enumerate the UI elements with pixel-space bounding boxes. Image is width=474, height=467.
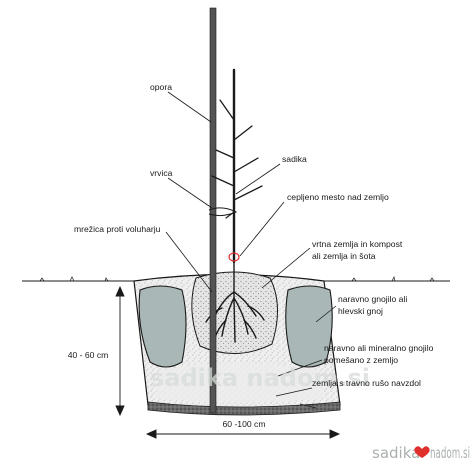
leader-lines bbox=[165, 91, 337, 409]
label-cepljeno: cepljeno mesto nad zemljo bbox=[287, 192, 389, 202]
label-opora: opora bbox=[150, 82, 172, 92]
logo-text-right: nadom.si bbox=[430, 444, 470, 462]
label-gnojilo-1: naravno gnojilo ali bbox=[338, 294, 407, 304]
label-vrtna-1: vrtna zemlja in kompost bbox=[312, 239, 403, 249]
brand-logo: sadika nadom.si bbox=[372, 444, 470, 462]
depth-dimension bbox=[115, 285, 125, 417]
fertilizer-zone bbox=[156, 363, 326, 403]
label-sadika: sadika bbox=[282, 154, 307, 164]
label-mrezica: mrežica proti voluharju bbox=[74, 224, 161, 234]
manure-pocket-right bbox=[285, 285, 333, 368]
seedling bbox=[211, 68, 263, 264]
logo-heart-icon bbox=[414, 446, 430, 458]
width-label: 60 -100 cm bbox=[223, 419, 266, 429]
logo-text-left: sadika bbox=[372, 444, 420, 462]
label-gnojilo-2: hlevski gnoj bbox=[338, 306, 383, 316]
label-mineralno-2: pomešano z zemljo bbox=[324, 355, 398, 365]
sod-layer bbox=[147, 401, 341, 416]
grass-tufts bbox=[39, 275, 435, 282]
label-mineralno-1: naravno ali mineralno gnojilo bbox=[324, 343, 434, 353]
watermark: sadika nadom.si bbox=[150, 364, 370, 392]
label-vrtna-2: ali zemlja in šota bbox=[312, 251, 376, 261]
graft-marker bbox=[228, 252, 240, 262]
label-vrvica: vrvica bbox=[150, 168, 173, 178]
string-tie bbox=[208, 207, 238, 217]
label-rusa: zemlja s travno rušo navzdol bbox=[312, 378, 421, 388]
depth-label: 40 - 60 cm bbox=[68, 350, 109, 360]
manure-pocket-left bbox=[138, 285, 187, 368]
stake bbox=[209, 7, 217, 414]
width-dimension bbox=[145, 429, 341, 439]
